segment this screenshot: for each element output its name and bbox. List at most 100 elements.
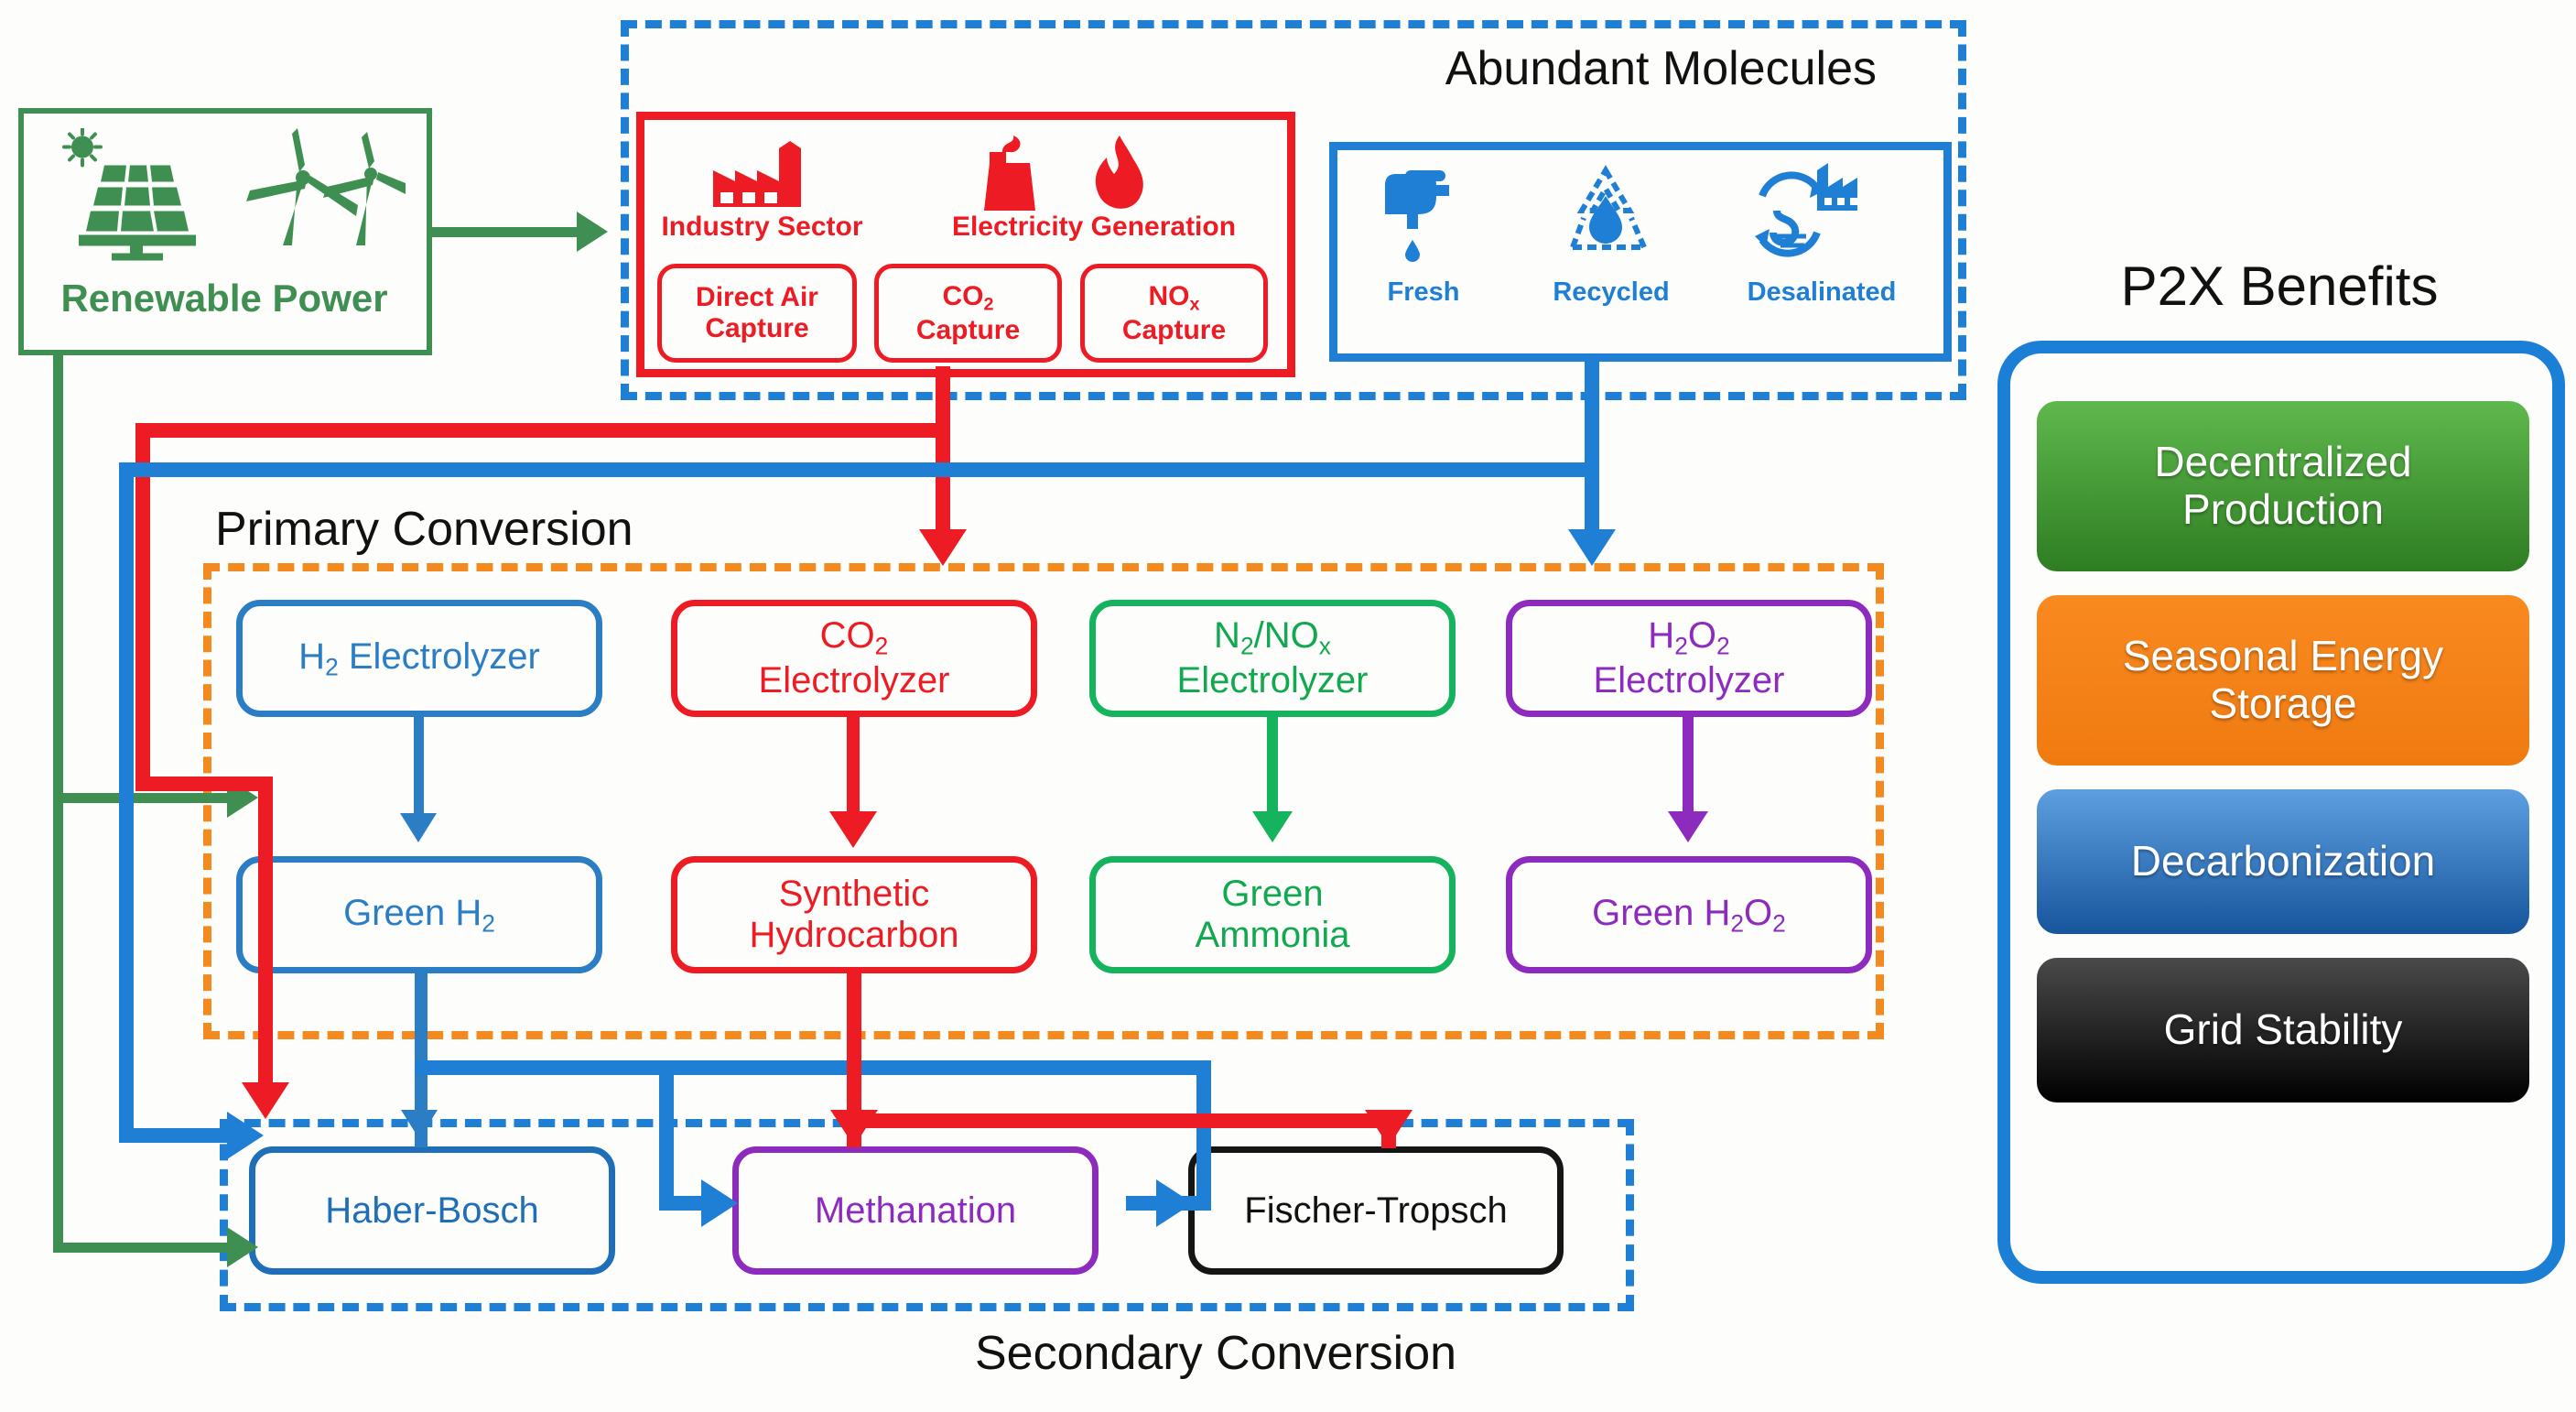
electricity-generation-caption: Electricity Generation (951, 212, 1237, 243)
arrowhead-green-secondary (227, 1227, 258, 1267)
connector-h2o2-electrolyzer-to-product (1683, 717, 1694, 816)
green-h2o2-node[interactable]: Green H2O2 (1506, 856, 1872, 973)
fischer-tropsch-label: Fischer-Tropsch (1244, 1189, 1508, 1231)
n2-nox-electrolyzer-line1: N2/NOx (1214, 615, 1331, 660)
arrowhead-renewable-to-carbon (577, 212, 608, 252)
methanation-label: Methanation (814, 1189, 1017, 1231)
arrowhead-red-co2-electrolyzer (919, 529, 967, 566)
direct-air-capture-line1: Direct Air (696, 282, 818, 313)
connector-red-to-co2-electrolyzer (936, 423, 950, 533)
connector-water-stub (1585, 355, 1599, 470)
arrowhead-blue-fischer-tropsch (1156, 1179, 1193, 1227)
benefit-decarbonization-line1: Decarbonization (2130, 837, 2436, 885)
wind-turbine-icon (246, 128, 406, 245)
benefit-grid-stability-line1: Grid Stability (2163, 1005, 2403, 1054)
n2-nox-electrolyzer-node[interactable]: N2/NOx Electrolyzer (1089, 600, 1456, 717)
arrowhead-hydrocarbon-product (829, 811, 877, 848)
green-ammonia-line1: Green (1221, 874, 1324, 915)
benefit-seasonal-energy-storage-line2: Storage (2209, 679, 2357, 727)
direct-air-capture-chip[interactable]: Direct Air Capture (657, 264, 857, 363)
arrowhead-ammonia-product (1252, 811, 1293, 842)
nox-capture-chip[interactable]: NOx Capture (1080, 264, 1268, 363)
synthetic-hydrocarbon-line2: Hydrocarbon (749, 915, 959, 955)
fischer-tropsch-node[interactable]: Fischer-Tropsch (1188, 1146, 1564, 1275)
recycled-water-caption: Recycled (1553, 277, 1670, 307)
haber-bosch-label: Haber-Bosch (325, 1189, 539, 1231)
connector-blue-bus (119, 462, 1599, 477)
benefit-decarbonization[interactable]: Decarbonization (2037, 789, 2529, 934)
green-h2-node[interactable]: Green H2 (236, 856, 602, 973)
h2o2-electrolyzer-line2: Electrolyzer (1593, 660, 1785, 701)
connector-red-left-riser (135, 423, 150, 789)
connector-green-branch-secondary (53, 1243, 236, 1253)
connector-red-inner-down (258, 777, 273, 1088)
connector-blue-left-riser (119, 462, 134, 1142)
benefit-decentralized-production-line1: Decentralized (2154, 438, 2412, 486)
green-h2-label: Green H2 (343, 892, 495, 937)
connector-h2-electrolyzer-to-green-h2 (414, 717, 424, 818)
p2x-benefits-title: P2X Benefits (2120, 255, 2439, 318)
benefit-seasonal-energy-storage-line1: Seasonal Energy (2122, 632, 2444, 680)
co2-capture-line1: CO2 (942, 280, 994, 315)
connector-blue-dist-bus (415, 1060, 1211, 1075)
benefit-decentralized-production[interactable]: Decentralized Production (2037, 401, 2529, 571)
direct-air-capture-line2: Capture (705, 313, 809, 343)
region-secondary-conversion-title: Secondary Conversion (975, 1327, 1457, 1380)
desalination-plant-icon (1755, 163, 1857, 257)
co2-capture-chip[interactable]: CO2 Capture (874, 264, 1062, 363)
connector-renewable-trunk (53, 355, 63, 1253)
green-ammonia-node[interactable]: Green Ammonia (1089, 856, 1456, 973)
power-plant-icon (984, 136, 1035, 211)
h2-electrolyzer-node[interactable]: H2 Electrolyzer (236, 600, 602, 717)
connector-hydrocarbon-down (847, 973, 861, 1147)
connector-blue-to-h2o2-area (1585, 462, 1599, 534)
co2-electrolyzer-line2: Electrolyzer (758, 660, 950, 701)
methanation-node[interactable]: Methanation (732, 1146, 1099, 1275)
connector-carbon-stub (936, 366, 950, 430)
co2-electrolyzer-line1: CO2 (819, 615, 889, 660)
synthetic-hydrocarbon-node[interactable]: Synthetic Hydrocarbon (671, 856, 1037, 973)
green-ammonia-line2: Ammonia (1195, 915, 1350, 955)
connector-blue-methanation-stub (659, 1196, 714, 1211)
region-abundant-molecules (621, 20, 1966, 400)
industry-sector-caption: Industry Sector (661, 212, 863, 243)
connector-blue-elbow-secondary (119, 1128, 238, 1143)
connector-renewable-to-carbon (432, 227, 584, 237)
solar-panel-icon (62, 128, 196, 261)
connector-red-elbow (135, 777, 273, 791)
arrowhead-h2o2-product (1668, 811, 1708, 842)
connector-green-branch-primary (53, 793, 236, 803)
connector-blue-dist-to-ft (1196, 1060, 1211, 1207)
fresh-water-caption: Fresh (1387, 277, 1460, 307)
benefit-grid-stability[interactable]: Grid Stability (2037, 958, 2529, 1102)
benefit-seasonal-energy-storage[interactable]: Seasonal Energy Storage (2037, 595, 2529, 766)
region-primary-conversion-title: Primary Conversion (215, 503, 633, 556)
flame-icon (1095, 136, 1143, 209)
renewable-power-label: Renewable Power (60, 277, 388, 320)
arrowhead-blue-methanation (701, 1179, 738, 1227)
h2-electrolyzer-label: H2 Electrolyzer (298, 635, 540, 680)
haber-bosch-node[interactable]: Haber-Bosch (249, 1146, 615, 1275)
connector-blue-dist-to-methanation (659, 1060, 674, 1207)
arrowhead-h2-product (400, 813, 437, 842)
nox-capture-line2: Capture (1121, 314, 1227, 345)
connector-red-ft-bus (847, 1113, 1396, 1128)
desalinated-water-caption: Desalinated (1747, 277, 1897, 307)
arrowhead-red-fischer-tropsch (1365, 1110, 1412, 1146)
connector-co2-electrolyzer-to-hydrocarbon (847, 717, 860, 816)
connector-red-bus (135, 423, 950, 438)
arrowhead-blue-primary-right (1568, 529, 1616, 566)
green-h2o2-label: Green H2O2 (1592, 892, 1786, 937)
faucet-icon (1385, 170, 1449, 262)
recycle-water-icon (1570, 165, 1647, 250)
arrowhead-blue-secondary (227, 1112, 264, 1159)
nox-capture-line1: NOx (1148, 280, 1200, 315)
region-abundant-molecules-title: Abundant Molecules (1445, 41, 1877, 95)
co2-electrolyzer-node[interactable]: CO2 Electrolyzer (671, 600, 1037, 717)
n2-nox-electrolyzer-line2: Electrolyzer (1176, 660, 1369, 701)
h2o2-electrolyzer-node[interactable]: H2O2 Electrolyzer (1506, 600, 1872, 717)
synthetic-hydrocarbon-line1: Synthetic (778, 874, 930, 915)
factory-icon (713, 141, 801, 207)
arrowhead-greenh2-haber (401, 1110, 438, 1139)
